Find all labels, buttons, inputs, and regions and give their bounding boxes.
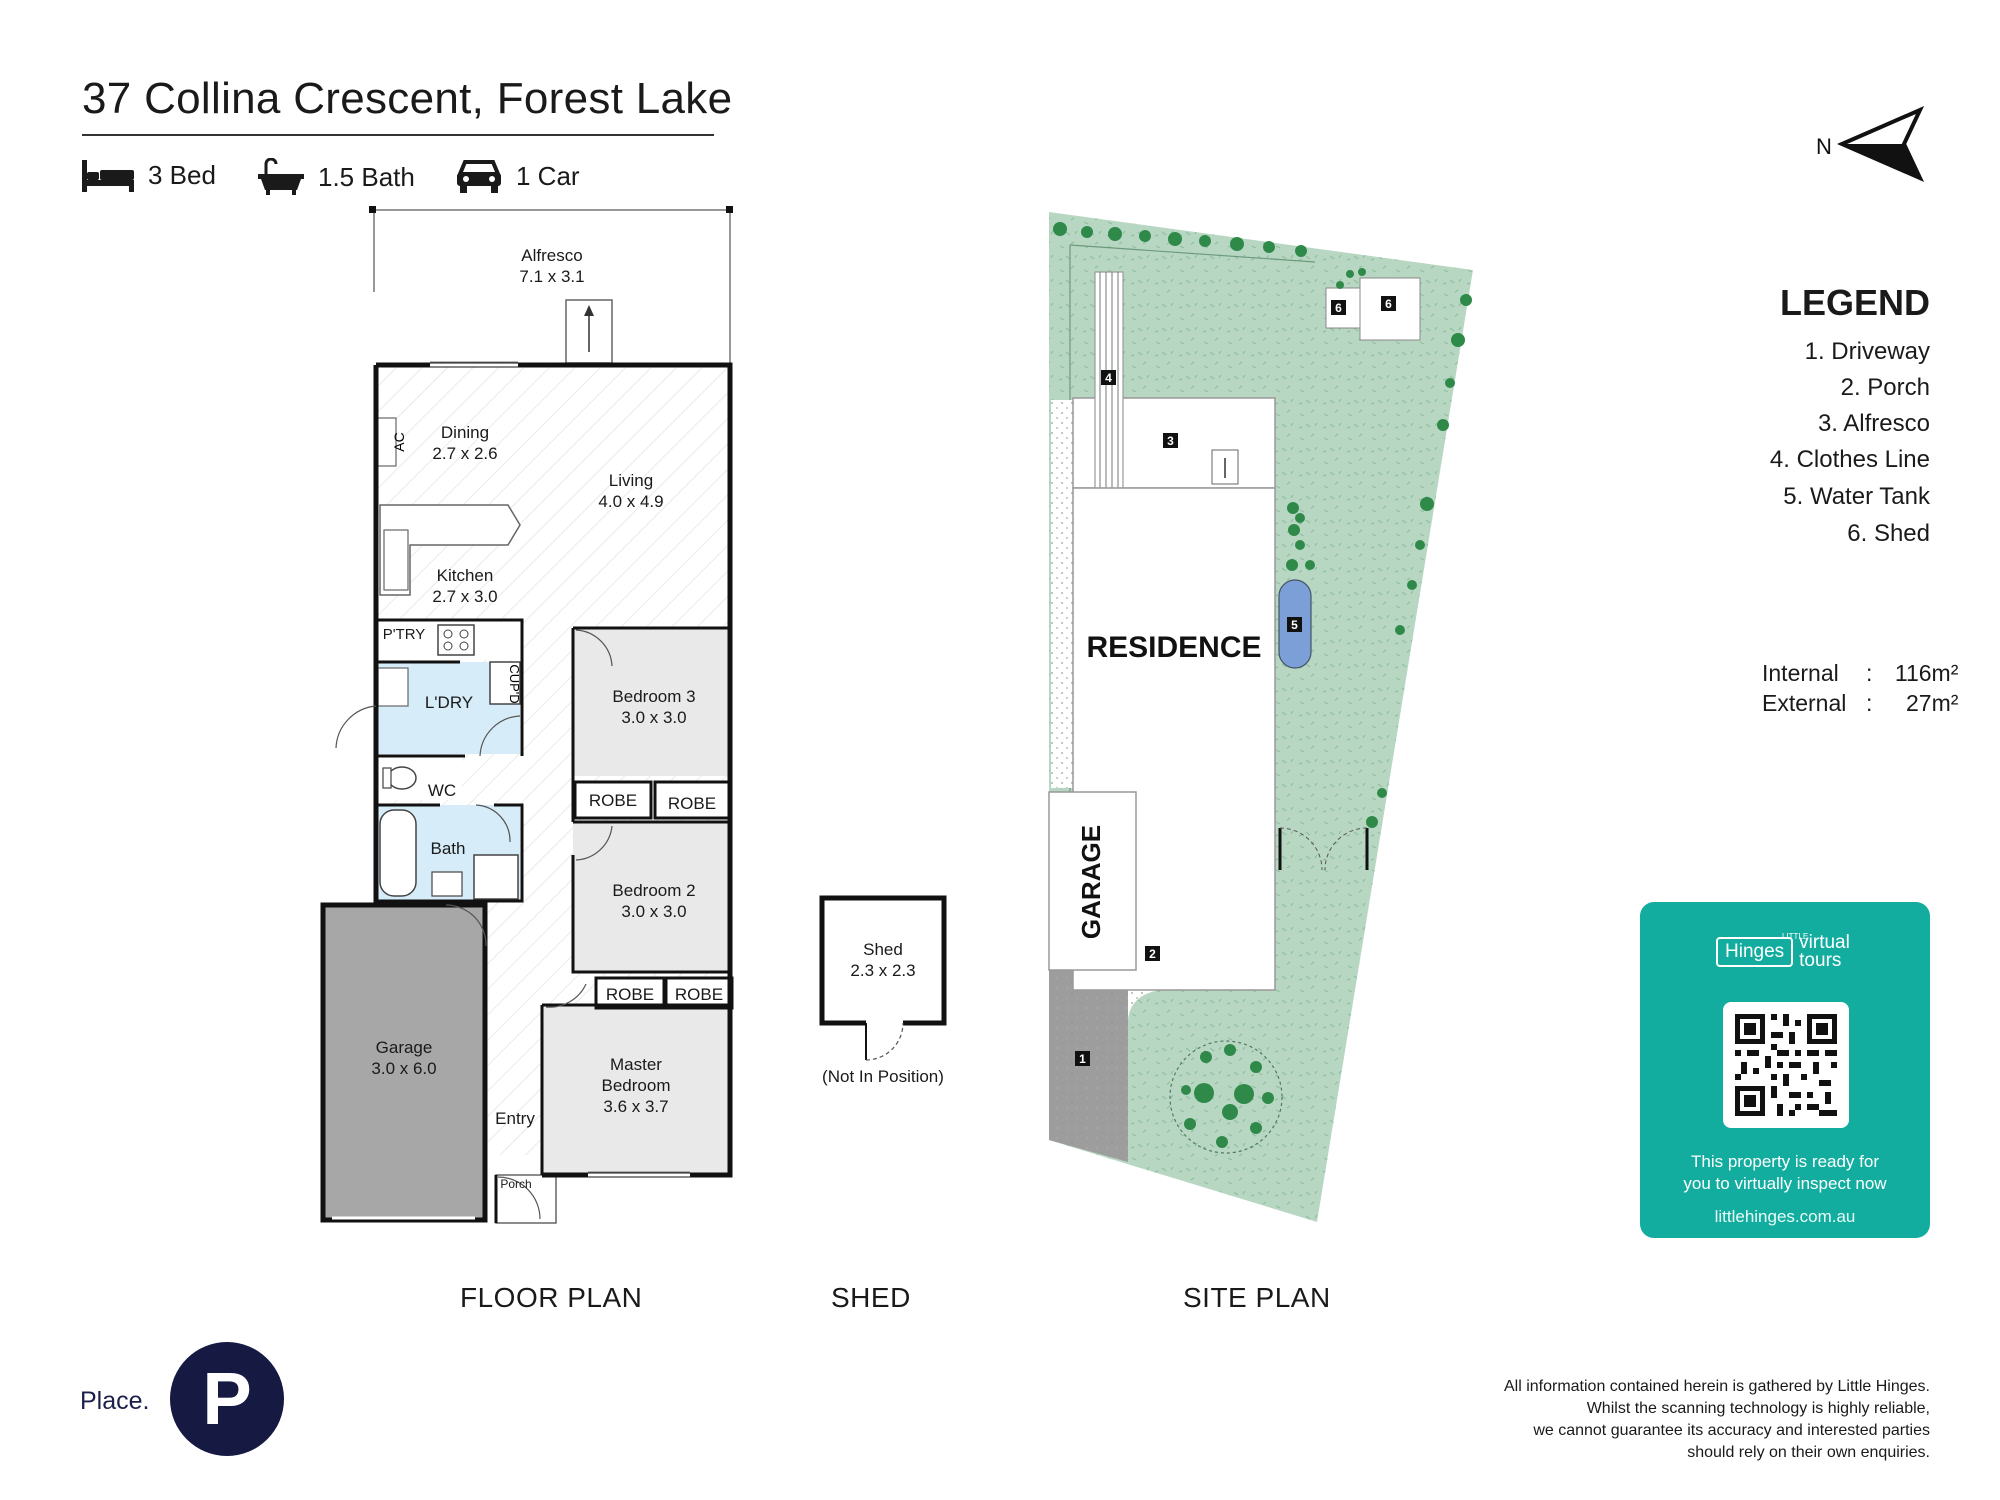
robe-label-1: ROBE (589, 791, 637, 810)
room-bedroom2-name: Bedroom 2 (612, 881, 695, 900)
site-marker-3: 3 (1167, 434, 1174, 448)
legend-title: LEGEND (1779, 282, 1930, 323)
agency-logo: P (170, 1342, 284, 1456)
room-laundry-label: L'DRY (425, 693, 473, 712)
virtual-tour-tagline: This property is ready for (1690, 1152, 1879, 1171)
shed-plan: Shed 2.3 x 2.3 (Not In Position) (819, 895, 947, 1086)
disclaimer-line: Whilst the scanning technology is highly… (1586, 1400, 1930, 1417)
room-alfresco-dims: 7.1 x 3.1 (519, 267, 584, 286)
qr-code-icon (1735, 1014, 1837, 1116)
shed-caption: SHED (831, 1282, 911, 1313)
bathtub-icon (258, 158, 304, 195)
room-kitchen-dims: 2.7 x 3.0 (432, 587, 497, 606)
brand-tours: tours (1799, 950, 1842, 971)
room-master-dims: 3.6 x 3.7 (603, 1097, 668, 1116)
area-label: Internal (1762, 660, 1839, 686)
beds-count: 3 Bed (148, 159, 216, 190)
agency-logo-letter: P (202, 1357, 252, 1440)
room-bedroom3-name: Bedroom 3 (612, 687, 695, 706)
shed-name: Shed (863, 940, 903, 959)
brand-hinges: Hinges (1716, 937, 1794, 967)
legend-item: 3. Alfresco (1817, 410, 1930, 437)
legend-item: 1. Driveway (1804, 338, 1930, 365)
site-marker-2: 2 (1149, 947, 1156, 961)
baths-feature: 1.5 Bath (258, 158, 415, 196)
north-arrow: N (1816, 106, 1925, 182)
area-value: 116m² (1894, 660, 1959, 686)
virtual-tour-card[interactable]: Hinges LITTLE virtual tours (1640, 902, 1930, 1238)
room-bedroom3-dims: 3.0 x 3.0 (621, 708, 686, 727)
room-garage-name: Garage (376, 1038, 433, 1057)
room-master-name2: Bedroom (602, 1076, 671, 1095)
brand-little: LITTLE (1782, 932, 1809, 941)
shed-note: (Not In Position) (822, 1067, 944, 1086)
legend-item: 5. Water Tank (1783, 483, 1930, 510)
room-bath-label: Bath (431, 839, 466, 858)
beds-feature: 3 Bed (82, 158, 216, 192)
robe-label-2: ROBE (668, 794, 716, 813)
robe-label-4: ROBE (675, 985, 723, 1004)
legend-item: 6. Shed (1847, 520, 1930, 547)
room-cupboard-label: CUP'D (507, 664, 522, 703)
room-entry-label: Entry (495, 1109, 535, 1128)
shed-dims: 2.3 x 2.3 (850, 961, 915, 980)
disclaimer-line: All information contained herein is gath… (1503, 1378, 1930, 1395)
room-pantry-label: P'TRY (383, 626, 426, 643)
area-value: 27m² (1905, 690, 1959, 716)
room-living-name: Living (609, 471, 653, 490)
site-plan: RESIDENCE GARAGE 1 2 3 4 5 6 6 (1048, 212, 1473, 1222)
room-kitchen-name: Kitchen (437, 566, 494, 585)
site-residence-label: RESIDENCE (1086, 631, 1261, 664)
site-marker-6a: 6 (1335, 301, 1342, 315)
room-living-dims: 4.0 x 4.9 (598, 492, 663, 511)
site-marker-5: 5 (1291, 618, 1298, 632)
brand-virtual: virtual (1799, 932, 1850, 953)
room-alfresco-name: Alfresco (521, 246, 582, 265)
disclaimer-line: should rely on their own enquiries. (1687, 1444, 1930, 1461)
room-porch-label: Porch (500, 1177, 531, 1191)
north-label: N (1816, 134, 1832, 159)
legend-item: 2. Porch (1840, 374, 1930, 401)
baths-count: 1.5 Bath (318, 161, 415, 192)
room-garage-dims: 3.0 x 6.0 (371, 1059, 436, 1078)
floor-plan: Alfresco 7.1 x 3.1 Dining 2.7 x 2.6 Livi… (320, 206, 734, 1224)
site-plan-caption: SITE PLAN (1183, 1282, 1331, 1313)
virtual-tour-tagline: you to virtually inspect now (1683, 1174, 1887, 1193)
site-garage-label: GARAGE (1076, 825, 1106, 939)
cars-count: 1 Car (516, 160, 580, 191)
qr-code[interactable] (1723, 1002, 1849, 1128)
agency-name: Place. (80, 1387, 150, 1415)
area-label: External (1762, 690, 1847, 716)
room-dining-name: Dining (441, 423, 489, 442)
bed-icon (82, 160, 134, 192)
virtual-tour-link[interactable]: littlehinges.com.au (1714, 1207, 1856, 1226)
room-master-name1: Master (610, 1055, 662, 1074)
car-icon (457, 160, 501, 193)
room-dining-dims: 2.7 x 2.6 (432, 444, 497, 463)
ac-label: AC (391, 432, 407, 451)
site-marker-6b: 6 (1385, 297, 1392, 311)
virtual-tours-brand: Hinges LITTLE virtual tours (1716, 932, 1850, 971)
room-wc-label: WC (428, 781, 456, 800)
site-marker-4: 4 (1105, 371, 1112, 385)
robe-label-3: ROBE (606, 985, 654, 1004)
property-address: 37 Collina Crescent, Forest Lake (82, 74, 733, 123)
site-marker-1: 1 (1079, 1052, 1086, 1066)
area-internal: Internal:116m² (1762, 660, 1959, 686)
address-underline (82, 134, 714, 136)
area-external: External:27m² (1762, 690, 1959, 716)
room-bedroom2-dims: 3.0 x 3.0 (621, 902, 686, 921)
disclaimer-line: we cannot guarantee its accuracy and int… (1533, 1422, 1930, 1439)
legend-item: 4. Clothes Line (1769, 446, 1930, 473)
cars-feature: 1 Car (456, 158, 580, 194)
floor-plan-caption: FLOOR PLAN (460, 1282, 643, 1313)
